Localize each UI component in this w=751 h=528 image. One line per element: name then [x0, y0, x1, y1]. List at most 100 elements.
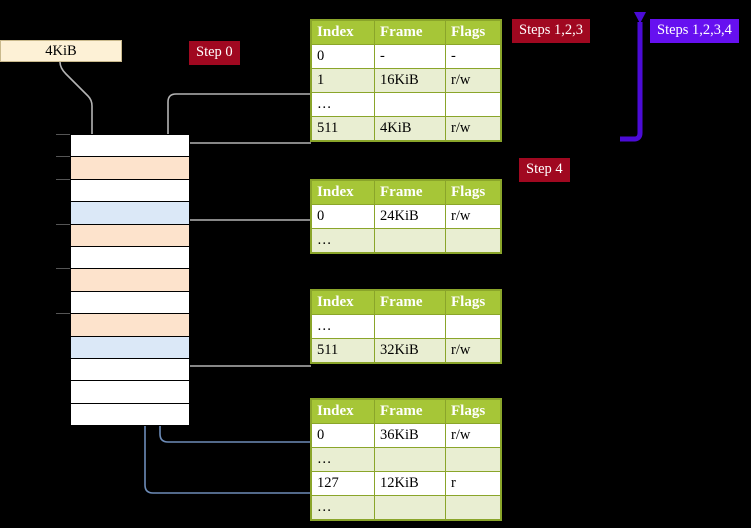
column-header-flags: Flags [445, 290, 501, 315]
memory-frame-row[interactable] [70, 178, 190, 203]
wire-steps-violet [620, 12, 646, 142]
column-header-index: Index [311, 20, 375, 45]
badge-steps-1234: Steps 1,2,3,4 [650, 19, 739, 43]
table-cell-flags [445, 314, 501, 339]
column-header-flags: Flags [445, 180, 501, 205]
table-cell-frame: 16KiB [374, 68, 446, 93]
table-cell-flags: r/w [445, 338, 501, 363]
table-row[interactable]: … [311, 228, 501, 253]
table-cell-frame [374, 314, 446, 339]
memory-frame-row[interactable] [70, 268, 190, 292]
table-cell-flags [445, 447, 501, 472]
table-cell-flags [445, 228, 501, 253]
column-header-frame: Frame [374, 180, 446, 205]
memory-tick-mark [56, 223, 70, 225]
memory-tick-mark [56, 156, 70, 158]
table-cell-flags [445, 92, 501, 117]
memory-frame-row[interactable] [70, 201, 190, 225]
table-cell-index: … [311, 92, 375, 117]
table-cell-index: 127 [311, 471, 375, 496]
table-row[interactable]: … [311, 314, 501, 339]
table-cell-flags [445, 495, 501, 520]
badge-step-4: Step 4 [519, 158, 570, 182]
table-cell-frame [374, 447, 446, 472]
table-cell-index: 1 [311, 68, 375, 93]
memory-tick-mark [56, 178, 70, 180]
table-row[interactable]: … [311, 92, 501, 117]
badge-step-0: Step 0 [189, 41, 240, 65]
memory-frame-row[interactable] [70, 335, 190, 359]
table-cell-index: … [311, 495, 375, 520]
memory-column [56, 134, 190, 427]
column-header-index: Index [311, 399, 375, 424]
memory-frame-row[interactable] [70, 223, 190, 247]
column-header-flags: Flags [445, 399, 501, 424]
table-cell-flags: r/w [445, 116, 501, 141]
table-cell-index: 511 [311, 116, 375, 141]
table-cell-flags: - [445, 44, 501, 69]
table-cell-flags: r/w [445, 423, 501, 448]
table-cell-flags: r/w [445, 68, 501, 93]
memory-tick-mark [56, 134, 70, 135]
table-cell-frame: 36KiB [374, 423, 446, 448]
table-cell-frame [374, 228, 446, 253]
memory-frame-row[interactable] [70, 358, 190, 382]
table-cell-frame: 24KiB [374, 204, 446, 229]
wire-l1-row127-to-memory [145, 212, 311, 494]
memory-tick-mark [56, 268, 70, 270]
memory-tick-mark [56, 313, 70, 315]
table-cell-index: … [311, 447, 375, 472]
table-row[interactable]: … [311, 495, 501, 520]
column-header-flags: Flags [445, 20, 501, 45]
table-cell-frame [374, 92, 446, 117]
table-cell-index: … [311, 314, 375, 339]
table-cell-index: 0 [311, 44, 375, 69]
column-header-index: Index [311, 180, 375, 205]
column-header-frame: Frame [374, 399, 446, 424]
wire-l4-row1-to-memory [168, 93, 311, 145]
table-row[interactable]: … [311, 447, 501, 472]
memory-frame-row[interactable] [70, 290, 190, 315]
table-cell-frame: 4KiB [374, 116, 446, 141]
table-cell-index: … [311, 228, 375, 253]
memory-frame-row[interactable] [70, 246, 190, 270]
memory-frame-row[interactable] [70, 156, 190, 180]
table-cell-flags: r/w [445, 204, 501, 229]
size-box-4kib: 4KiB [0, 40, 122, 62]
table-cell-index: 0 [311, 204, 375, 229]
table-cell-frame [374, 495, 446, 520]
column-header-frame: Frame [374, 20, 446, 45]
memory-frame-row[interactable] [70, 134, 190, 158]
table-cell-frame: 12KiB [374, 471, 446, 496]
wire-4kib-to-memory [59, 60, 92, 150]
table-cell-index: 0 [311, 423, 375, 448]
wire-l1-row0-to-memory [160, 330, 311, 443]
wire-l3-to-memory [178, 219, 311, 262]
badge-steps-123: Steps 1,2,3 [512, 19, 591, 43]
column-header-index: Index [311, 290, 375, 315]
table-row[interactable]: 0-- [311, 44, 501, 69]
column-header-frame: Frame [374, 290, 446, 315]
memory-frame-row[interactable] [70, 380, 190, 404]
table-cell-flags: r [445, 471, 501, 496]
wire-l2-to-memory [178, 310, 311, 367]
memory-frame-row[interactable] [70, 313, 190, 337]
memory-frame-row[interactable] [70, 402, 190, 427]
table-cell-index: 511 [311, 338, 375, 363]
table-cell-frame: 32KiB [374, 338, 446, 363]
